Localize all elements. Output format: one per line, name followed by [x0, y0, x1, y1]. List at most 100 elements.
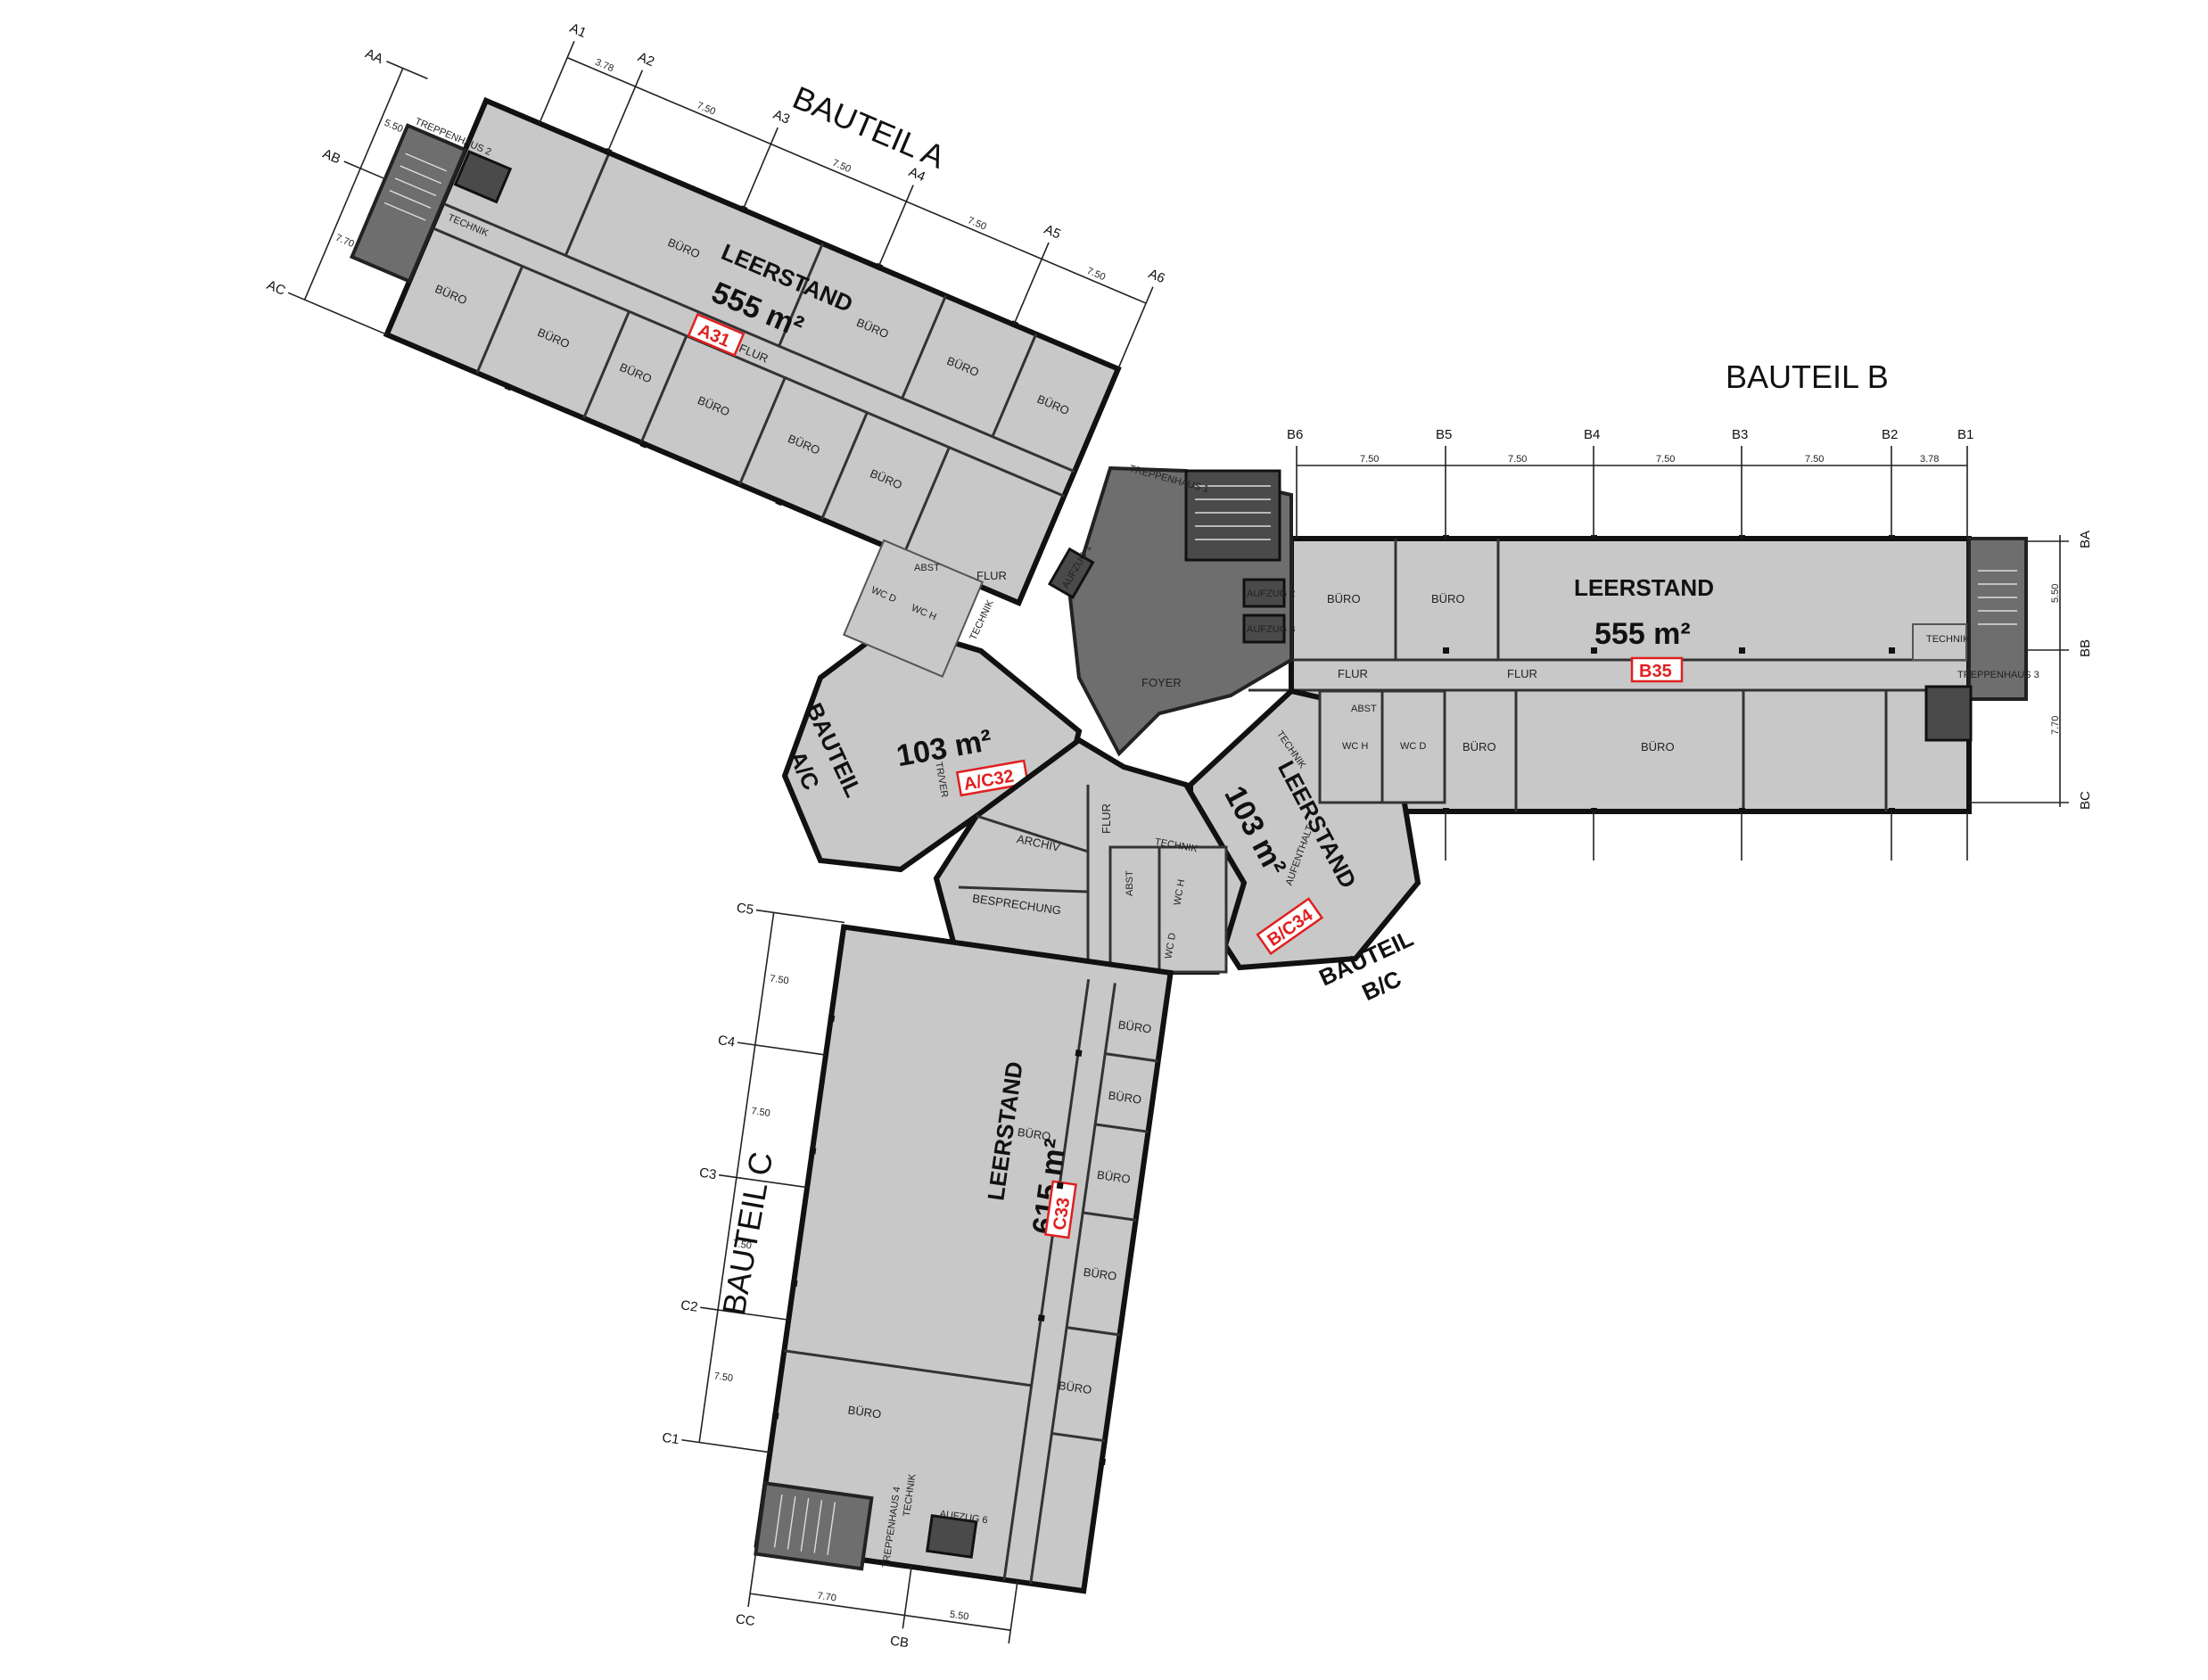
- room-ac-flur: FLUR: [976, 569, 1007, 582]
- grid-a3: A3: [771, 107, 793, 128]
- span-b-5: 3.78: [1920, 454, 1939, 465]
- aufzug-2-shaft: [1242, 578, 1286, 608]
- room-aufzug-2: AUFZUG 2: [1247, 589, 1295, 599]
- grid-b3: B3: [1732, 427, 1748, 442]
- grid-aa: AA: [363, 46, 385, 67]
- stair-core-3: [1967, 537, 2028, 701]
- grid-b-lines: [1296, 446, 2069, 861]
- span-b-2: 7.50: [1508, 454, 1527, 465]
- grid-c2: C2: [680, 1297, 698, 1315]
- span-a-1: 3.78: [593, 57, 614, 74]
- grid-a2: A2: [636, 49, 657, 70]
- central-hub: ARCHIV BESPRECHUNG FLUR TECHNIK ABST WC …: [933, 737, 1248, 975]
- grid-cc: CC: [735, 1611, 756, 1629]
- unit-b35-status: LEERSTAND: [1574, 574, 1714, 601]
- technik-b-room: [1912, 623, 1967, 661]
- unit-b35-area: 555 m²: [1594, 617, 1691, 651]
- grid-ac: AC: [265, 277, 288, 299]
- span-a-5: 7.50: [1085, 266, 1107, 283]
- wing-ac-outline: [781, 621, 1083, 873]
- row-span-b-2: 7.70: [2050, 716, 2061, 735]
- room-foyer: FOYER: [1141, 676, 1182, 689]
- room-b-buero-1: BÜRO: [1327, 592, 1361, 605]
- aufzug-3-shaft-f: [1242, 614, 1286, 644]
- aufzug-6-shaft: [926, 1513, 978, 1559]
- section-b-title: BAUTEIL B: [1726, 358, 1889, 395]
- row-span-c-1: 7.70: [817, 1591, 837, 1604]
- room-c-buero-4: BÜRO: [1083, 1265, 1117, 1283]
- room-ac-abst: ABST: [914, 563, 940, 573]
- wing-b: B6 B5 B4 B3 B2 B1 7.50 7.50 7.50 7.50 3.…: [1248, 427, 2093, 861]
- unit-b35-tag[interactable]: B35: [1639, 662, 1672, 681]
- row-span-a-2: 7.70: [334, 233, 355, 250]
- room-b-flur-1: FLUR: [1338, 667, 1368, 680]
- span-a-4: 7.50: [966, 215, 987, 232]
- room-bc-wc-d: WC D: [1400, 741, 1426, 752]
- room-c-flur: FLUR: [1100, 803, 1113, 834]
- section-c-title: BAUTEIL C: [715, 1149, 779, 1318]
- grid-a4: A4: [906, 164, 927, 185]
- grid-bc: BC: [2078, 791, 2093, 810]
- room-bc-abst: ABST: [1351, 704, 1377, 714]
- grid-b5: B5: [1436, 427, 1452, 442]
- room-bc-wc-h: WC H: [1342, 741, 1368, 752]
- span-a-3: 7.50: [830, 158, 852, 175]
- room-b-buero-2: BÜRO: [1431, 592, 1465, 605]
- row-span-c-2: 5.50: [949, 1610, 969, 1623]
- row-span-b-1: 5.50: [2050, 584, 2061, 603]
- foyer: TREPPENHAUS 1 AUFZUG 2 AUFZUG 3 FOYER AU…: [1047, 464, 1295, 757]
- span-c-3: 7.50: [732, 1239, 753, 1252]
- grid-b-labels: B6 B5 B4 B3 B2 B1 7.50 7.50 7.50 7.50 3.…: [1287, 427, 2093, 810]
- wc-block-ac: [843, 539, 985, 678]
- wing-bc: WC H WC D ABST TECHNIK AUFENTHALT LEERST…: [1188, 688, 1446, 1006]
- grid-a6: A6: [1146, 266, 1167, 286]
- span-b-3: 7.50: [1656, 454, 1675, 465]
- unit-c33-tag-box[interactable]: [1043, 1180, 1077, 1239]
- room-b-buero-4: BÜRO: [1641, 740, 1675, 754]
- room-c-buero-6: BÜRO: [1017, 1125, 1051, 1143]
- grid-a5: A5: [1042, 222, 1063, 243]
- grid-a1: A1: [567, 21, 589, 41]
- wing-c-outline: [754, 924, 1174, 1594]
- span-a-2: 7.50: [696, 100, 717, 117]
- unit-b35-tag-box[interactable]: [1630, 656, 1684, 683]
- grid-ab: AB: [320, 146, 342, 167]
- room-c-wc-h: WC H: [1172, 878, 1187, 906]
- aufzug-1-shaft: [1047, 547, 1095, 599]
- grid-b6: B6: [1287, 427, 1303, 442]
- grid-c3: C3: [698, 1165, 717, 1183]
- room-b-technik: TECHNIK: [1926, 634, 1970, 645]
- span-b-4: 7.50: [1805, 454, 1824, 465]
- grid-cb: CB: [889, 1634, 910, 1651]
- room-b-treppenhaus: TREPPENHAUS 3: [1957, 670, 2039, 680]
- room-c-buero-5: BÜRO: [1058, 1379, 1092, 1396]
- room-b-buero-3: BÜRO: [1462, 740, 1496, 754]
- stair-core-4: [754, 1481, 874, 1571]
- room-c-abst: ABST: [1125, 870, 1135, 896]
- aufzug-4-shaft: [453, 150, 513, 204]
- grid-bb: BB: [2078, 639, 2093, 657]
- unit-ac32-tag-box[interactable]: [955, 759, 1030, 797]
- span-c-1: 7.50: [769, 974, 789, 987]
- room-c-buero-1: BÜRO: [1117, 1017, 1152, 1035]
- unit-a31-tag-box[interactable]: [687, 312, 746, 358]
- span-c-4: 7.50: [713, 1371, 734, 1384]
- grid-c4: C4: [717, 1033, 736, 1050]
- wing-c: BÜRO BÜRO BÜRO BÜRO BÜRO BÜRO BÜRO TECHN…: [661, 901, 1174, 1651]
- grid-c5: C5: [736, 901, 754, 918]
- stair-core-2: [350, 123, 468, 284]
- grid-b4: B4: [1584, 427, 1600, 442]
- unit-bc34-tag-box[interactable]: [1256, 897, 1324, 956]
- room-aufzug-3: AUFZUG 3: [1247, 624, 1295, 635]
- row-span-a-1: 5.50: [383, 118, 404, 135]
- grid-b1: B1: [1957, 427, 1973, 442]
- span-c-2: 7.50: [751, 1106, 771, 1119]
- grid-c1: C1: [661, 1430, 680, 1448]
- span-b-1: 7.50: [1360, 454, 1379, 465]
- wing-ac: WC D WC H ABST FLUR TECHNIK TR/VER 103 m…: [781, 539, 1083, 873]
- unit-c33-tag[interactable]: C33: [1050, 1197, 1074, 1231]
- grid-b2: B2: [1882, 427, 1898, 442]
- wing-a: BÜRO BÜRO BÜRO BÜRO BÜRO BÜRO BÜRO BÜRO …: [265, 21, 1167, 606]
- room-c-buero-2: BÜRO: [1108, 1089, 1142, 1107]
